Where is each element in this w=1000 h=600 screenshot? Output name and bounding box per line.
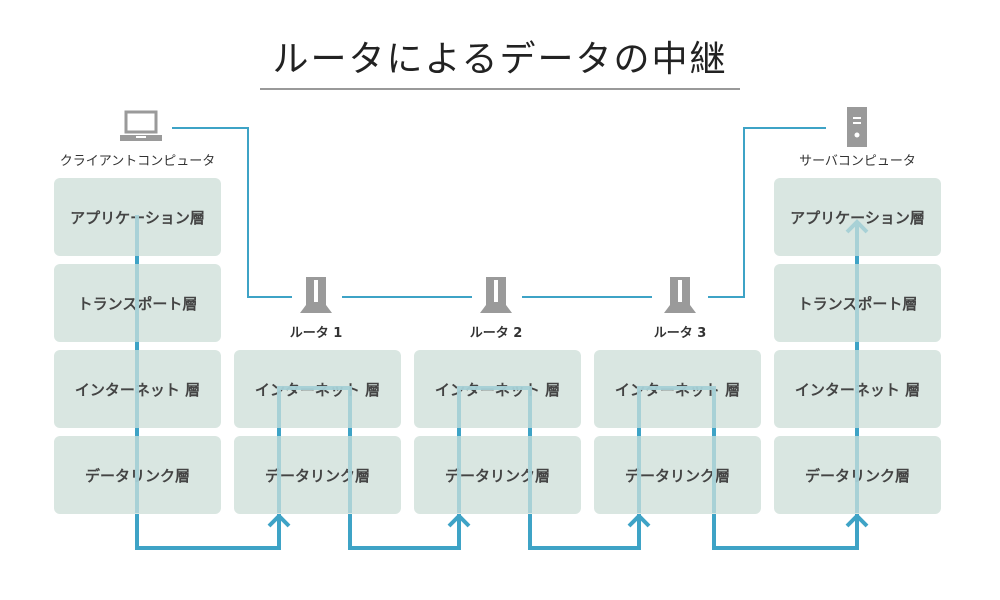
router3-label: ルータ 3 <box>653 326 707 341</box>
flow-router1-to-router2 <box>348 513 461 550</box>
server-icon <box>847 107 867 147</box>
server-layer-datalink: データリンク層 <box>774 436 941 514</box>
client-layer-transport: トランスポート層 <box>54 264 221 342</box>
flow-server-arrow <box>845 513 869 528</box>
server-layer-internet: インターネット 層 <box>774 350 941 428</box>
title-divider <box>260 88 740 90</box>
laptop-icon <box>120 110 162 141</box>
server-layer-transport: トランスポート層 <box>774 264 941 342</box>
flow-router2-arrow <box>447 513 471 528</box>
router-icon <box>480 277 512 313</box>
server-label: サーバコンピュータ <box>799 154 916 169</box>
client-layer-internet: インターネット 層 <box>54 350 221 428</box>
router1-layer-internet: インターネット 層 <box>234 350 401 428</box>
router3-layer-datalink: データリンク層 <box>594 436 761 514</box>
flow-router3-to-server <box>712 513 859 550</box>
router3-layer-internet: インターネット 層 <box>594 350 761 428</box>
router1-label: ルータ 1 <box>289 326 343 341</box>
link-client-router1 <box>172 127 292 298</box>
router2-layer-internet: インターネット 層 <box>414 350 581 428</box>
diagram-title: ルータによるデータの中継 <box>272 39 728 80</box>
flow-router1-arrow <box>267 513 291 528</box>
client-label: クライアントコンピュータ <box>59 154 216 169</box>
client-layer-datalink: データリンク層 <box>54 436 221 514</box>
flow-client-to-router1 <box>135 513 281 550</box>
flow-router3-arrow <box>627 513 651 528</box>
router2-label: ルータ 2 <box>469 326 523 341</box>
router-icon <box>300 277 332 313</box>
router2-layer-datalink: データリンク層 <box>414 436 581 514</box>
server-layer-application: アプリケーション層 <box>774 178 941 256</box>
router-icon <box>664 277 696 313</box>
link-router3-server <box>708 127 826 298</box>
router1-layer-datalink: データリンク層 <box>234 436 401 514</box>
flow-router2-to-router3 <box>528 513 641 550</box>
client-layer-application: アプリケーション層 <box>54 178 221 256</box>
